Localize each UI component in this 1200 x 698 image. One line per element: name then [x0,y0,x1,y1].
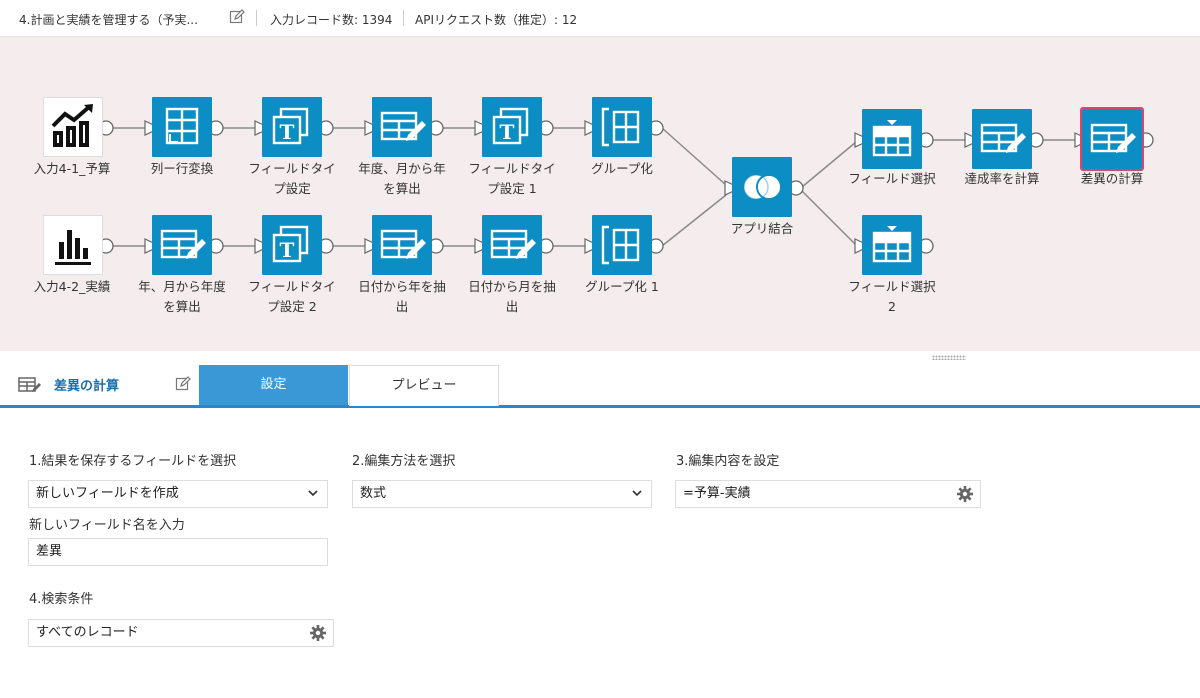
node-label: フィールドタイ プ設定 1 [468,161,556,196]
gear-icon[interactable] [309,624,327,642]
table-edit-icon[interactable] [1080,107,1144,171]
section3-label: 3.編集内容を設定 [676,454,780,469]
workflow-title: 4.計画と実績を管理する（予実... [19,13,198,27]
node-label: 入力4-2_実績 [33,279,111,294]
svg-text:T: T [500,120,515,144]
grip-handle[interactable] [932,355,966,360]
edit-title-icon[interactable] [229,9,245,28]
divider [256,10,257,26]
edit-name-icon[interactable] [175,376,191,396]
field-type-icon[interactable]: T [262,215,322,275]
workflow-canvas[interactable]: 入力4-1_予算 列ー行変換 T フィールドタイ プ設定 年度、月から年 を算出… [0,37,1200,351]
section2-label: 2.編集方法を選択 [352,454,456,469]
gear-icon[interactable] [956,485,974,503]
edit-method-select[interactable]: 数式 [352,480,652,508]
tab-settings[interactable]: 設定 [199,365,348,405]
group-icon[interactable] [592,97,652,157]
edit-method-value: 数式 [360,486,387,501]
node-label: 年度、月から年 を算出 [358,161,446,196]
new-field-name-input[interactable]: 差異 [28,538,328,566]
panel-title: 差異の計算 [54,379,120,394]
node-label: グループ化 1 [585,279,659,294]
field-type-icon[interactable]: T [262,97,322,157]
resize-splitter[interactable] [0,351,1200,365]
node-label: フィールドタイ プ設定 2 [248,279,336,314]
new-field-name-value: 差異 [36,544,63,559]
save-field-select[interactable]: 新しいフィールドを作成 [28,480,328,508]
output-ports [98,120,1154,254]
divider [403,10,404,26]
node-label: フィールドタイ プ設定 [248,161,336,196]
node-label: フィールド選択 2 [848,279,936,314]
join-icon[interactable] [732,157,792,217]
panel-header: 差異の計算 設定 プレビュー [0,365,1200,408]
api-request-count: APIリクエスト数（推定）: 12 [415,13,578,27]
record-count: 入力レコード数: 1394 [270,13,393,27]
group-icon[interactable] [592,215,652,275]
table-edit-icon[interactable] [372,215,432,275]
node-label: アプリ結合 [730,221,794,236]
node-label: 日付から年を抽 出 [358,279,446,314]
bar-chart-icon[interactable] [43,215,103,275]
node-label: 入力4-1_予算 [33,161,111,176]
table-edit-icon[interactable] [972,109,1032,169]
formula-field[interactable]: =予算-実績 [675,480,981,508]
chevron-down-icon [631,481,643,516]
settings-panel: 差異の計算 設定 プレビュー 1.結果を保存するフィールドを選択 新しいフィール… [0,365,1200,698]
node-label: 日付から月を抽 出 [468,279,556,314]
top-bar: 4.計画と実績を管理する（予実... 入力レコード数: 1394 APIリクエス… [0,0,1200,37]
field-select-icon[interactable] [862,215,922,275]
node-label: 達成率を計算 [964,171,1040,186]
formula-value: =予算-実績 [683,486,751,501]
table-edit-icon[interactable] [372,97,432,157]
node-label: 列ー行変換 [150,161,214,176]
table-edit-icon[interactable] [482,215,542,275]
node-label: 年、月から年度 を算出 [138,279,226,314]
save-field-select-value: 新しいフィールドを作成 [36,486,179,501]
section1-label: 1.結果を保存するフィールドを選択 [29,454,237,469]
svg-text:T: T [280,120,295,144]
section4-label: 4.検索条件 [29,592,94,607]
node-label: 差異の計算 [1080,171,1144,186]
table-edit-icon [18,375,42,399]
field-select-icon[interactable] [862,109,922,169]
search-condition-field[interactable]: すべてのレコード [28,619,334,647]
table-edit-icon[interactable] [152,215,212,275]
node-label: グループ化 [591,161,653,176]
pivot-icon[interactable] [152,97,212,157]
chevron-down-icon [307,481,319,516]
line-chart-icon[interactable] [43,97,103,157]
new-field-name-label: 新しいフィールド名を入力 [29,518,185,533]
field-type-icon[interactable]: T [482,97,542,157]
svg-text:T: T [280,238,295,262]
search-condition-value: すべてのレコード [36,625,139,640]
tab-preview[interactable]: プレビュー [349,365,499,406]
node-label: フィールド選択 [848,171,936,186]
